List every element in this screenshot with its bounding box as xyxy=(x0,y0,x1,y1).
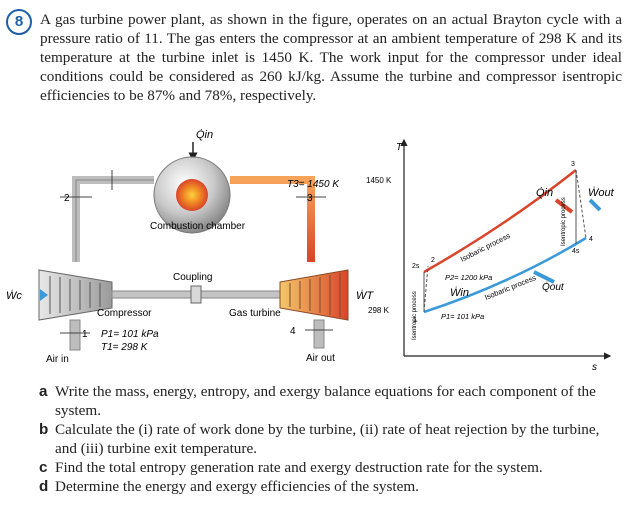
p1-label: P1= 101 kPa xyxy=(101,329,159,340)
ts-p1-label: P1= 101 kPa xyxy=(441,312,484,321)
ts-isentropic-right-label: Isentropic process xyxy=(561,197,567,246)
ts-wout-label: Ẇout xyxy=(588,187,615,199)
problem-number-badge: 8 xyxy=(6,9,32,35)
ts-qin-label: Q̇in xyxy=(536,186,553,199)
ts-diagram: T s 1450 K 298 K Isobaric process Isobar… xyxy=(366,138,615,373)
compressor-body xyxy=(38,269,113,321)
part-d-text: Determine the energy and exergy efficien… xyxy=(55,477,419,495)
ts-isobaric-bottom-label: Isobaric process xyxy=(483,273,537,302)
flame xyxy=(176,179,208,211)
ts-qout-label: Q̇out xyxy=(542,280,565,293)
state-3-label: 3 xyxy=(307,193,313,204)
ts-t-axis-label: T xyxy=(396,142,403,153)
combustion-chamber-label: Combustion chamber xyxy=(150,221,246,232)
schematic-q-in: Q̇in xyxy=(196,128,213,141)
compressor-inlet xyxy=(69,319,81,351)
air-in-label: Air in xyxy=(46,354,69,365)
part-d-label: d xyxy=(39,477,49,495)
problem-statement: A gas turbine power plant, as shown in t… xyxy=(40,11,622,104)
part-d: d Determine the energy and exergy efficie… xyxy=(39,478,625,497)
ts-isobaric-top-label: Isobaric process xyxy=(459,231,512,264)
ts-point-2s: 2s xyxy=(412,263,420,270)
ts-point-3: 3 xyxy=(571,161,575,168)
wt-label: ẆT xyxy=(356,290,374,302)
pipe-compressor-to-chamber xyxy=(72,176,154,262)
coupling-label: Coupling xyxy=(173,272,212,283)
shaft xyxy=(111,290,281,299)
gas-turbine-label: Gas turbine xyxy=(229,308,281,319)
ts-point-2: 2 xyxy=(431,257,435,264)
part-b-text: Calculate the (i) rate of work done by t… xyxy=(55,420,600,457)
pipe-chamber-to-turbine xyxy=(230,176,315,262)
part-b-label: b xyxy=(39,420,49,438)
state-4-label: 4 xyxy=(290,326,296,337)
part-c: c Find the total entropy generation rate … xyxy=(39,459,625,478)
ts-1450k-label: 1450 K xyxy=(366,176,392,185)
ts-p2-label: P2= 1200 kPa xyxy=(445,273,492,282)
ts-s-axis-label: s xyxy=(592,362,597,373)
ts-win-label: Ẇin xyxy=(450,287,469,299)
part-a-label: a xyxy=(39,383,48,400)
part-c-label: c xyxy=(39,458,48,476)
state-1-label: 1 xyxy=(82,329,88,340)
compressor-label: Compressor xyxy=(97,308,152,319)
part-b: b Calculate the (i) rate of work done by … xyxy=(39,421,625,459)
ts-point-4s: 4s xyxy=(572,248,580,255)
ts-298k-label: 298 K xyxy=(368,306,390,315)
ts-compression-line xyxy=(423,265,429,313)
ts-qin-arrow xyxy=(554,198,574,214)
state-2-label: 2 xyxy=(64,193,70,204)
ts-qout-arrow xyxy=(533,270,555,284)
t3-label: T3= 1450 K xyxy=(287,179,340,190)
air-out-label: Air out xyxy=(306,353,335,364)
question-parts: a Write the mass, energy, entropy, and ex… xyxy=(39,383,625,496)
turbine-body xyxy=(279,269,349,321)
part-a-text: Write the mass, energy, entropy, and exe… xyxy=(55,383,596,419)
turbine-outlet xyxy=(313,319,325,349)
combustion-chamber-sphere xyxy=(153,156,231,234)
ts-wout-arrow xyxy=(588,198,602,212)
ts-point-1: 1 xyxy=(413,317,417,324)
t1-label: T1= 298 K xyxy=(101,342,149,353)
coupling xyxy=(190,285,202,304)
part-c-text: Find the total entropy generation rate a… xyxy=(55,458,543,476)
part-a: a Write the mass, energy, entropy, and ex… xyxy=(39,383,625,421)
wc-label: Ẇc xyxy=(6,290,22,302)
ts-point-4: 4 xyxy=(589,236,593,243)
ts-isentropic-left-label: Isentropic process xyxy=(412,291,418,340)
ts-upper-isobar xyxy=(423,169,577,274)
ts-lower-isobar xyxy=(423,236,587,314)
